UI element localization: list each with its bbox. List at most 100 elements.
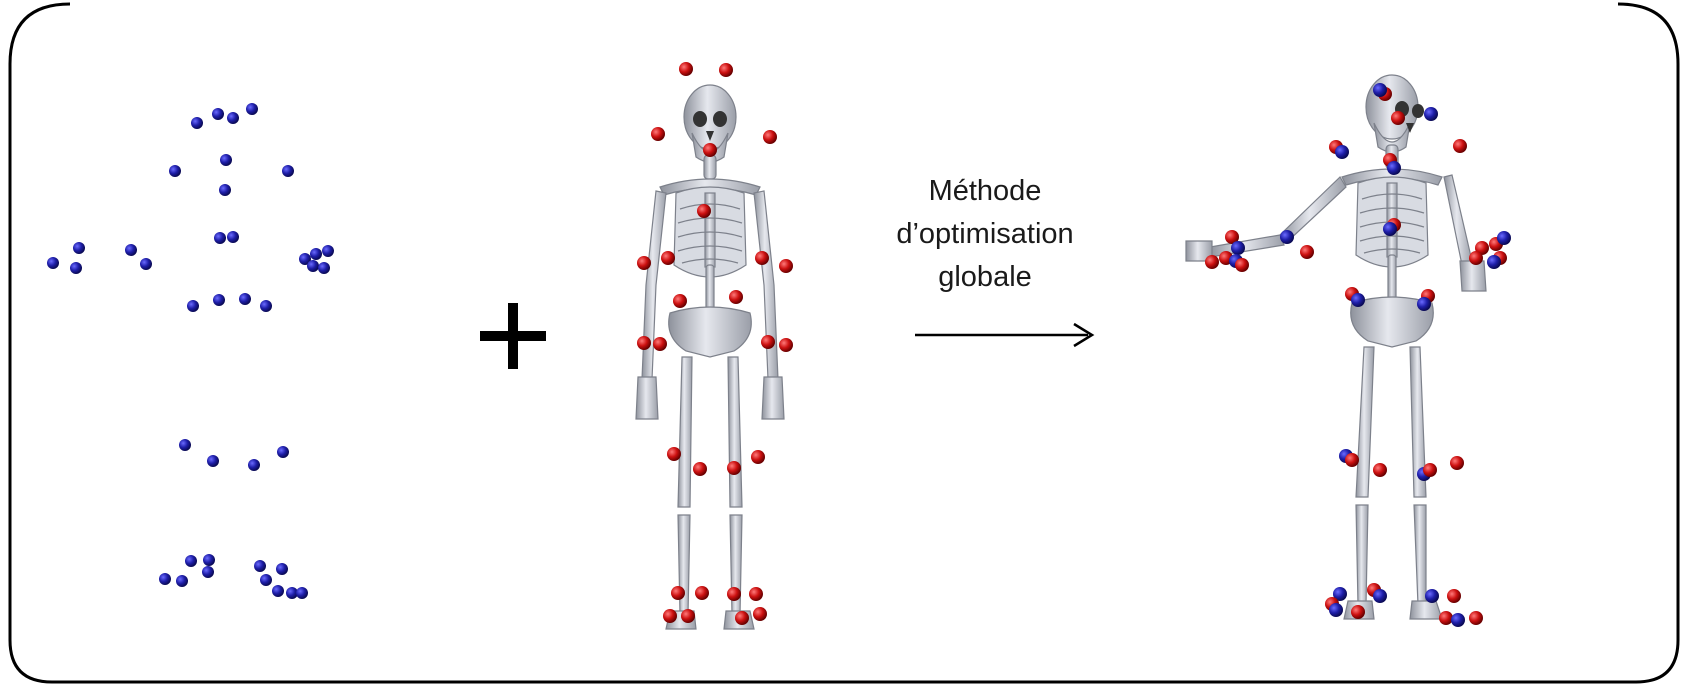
marker [1351,605,1365,619]
marker [679,62,693,76]
marker [661,251,675,265]
marker [260,300,272,312]
marker [239,293,251,305]
marker [727,461,741,475]
marker [318,262,330,274]
marker [1345,453,1359,467]
marker [187,300,199,312]
plus-icon [480,303,546,369]
marker [703,143,717,157]
marker [779,338,793,352]
marker [1373,463,1387,477]
marker [1424,107,1438,121]
marker [1383,222,1397,236]
marker [663,609,677,623]
marker [1451,613,1465,627]
arrow-right-icon [915,324,1092,346]
marker [651,127,665,141]
marker [1423,463,1437,477]
marker [1417,297,1431,311]
marker [1351,293,1365,307]
marker [70,262,82,274]
marker [1469,251,1483,265]
marker [185,555,197,567]
marker [735,611,749,625]
marker [214,232,226,244]
marker [673,294,687,308]
marker [637,256,651,270]
caption-line: d’optimisation [870,213,1100,256]
marker [307,260,319,272]
marker [779,259,793,273]
marker [667,447,681,461]
marker [755,251,769,265]
marker [296,587,308,599]
marker [212,108,224,120]
plus-icon-bar [508,303,518,369]
marker [729,290,743,304]
marker [1497,231,1511,245]
marker [227,112,239,124]
marker [1439,611,1453,625]
marker [763,130,777,144]
marker [276,563,288,575]
marker [1425,589,1439,603]
marker [125,244,137,256]
marker [753,607,767,621]
marker [719,63,733,77]
marker [1447,589,1461,603]
marker [671,586,685,600]
marker [220,154,232,166]
marker [727,587,741,601]
marker [637,336,651,350]
marker [140,258,152,270]
marker [653,337,667,351]
marker [1450,456,1464,470]
marker [1231,241,1245,255]
marker [749,587,763,601]
marker [1300,245,1314,259]
marker [1487,255,1501,269]
marker [47,257,59,269]
marker [697,204,711,218]
caption-line: globale [870,256,1100,299]
marker [695,586,709,600]
marker [73,242,85,254]
marker [693,462,707,476]
marker [176,575,188,587]
marker [1329,603,1343,617]
marker [761,335,775,349]
marker [159,573,171,585]
marker [248,459,260,471]
caption-line: Méthode [870,170,1100,213]
marker [1391,111,1405,125]
marker [1280,230,1294,244]
fitted-skeleton [1186,75,1511,627]
marker [310,248,322,260]
marker [254,560,266,572]
marker [277,446,289,458]
marker [1373,589,1387,603]
marker [282,165,294,177]
marker [191,117,203,129]
marker [227,231,239,243]
marker [1453,139,1467,153]
marker [219,184,231,196]
measured-markers [47,103,334,599]
marker [1205,255,1219,269]
marker [1235,258,1249,272]
marker [322,245,334,257]
method-caption: Méthode d’optimisation globale [870,170,1100,299]
marker [169,165,181,177]
marker [1335,145,1349,159]
marker [202,566,214,578]
marker [213,294,225,306]
marker [1387,161,1401,175]
marker [207,455,219,467]
marker [179,439,191,451]
marker [246,103,258,115]
marker [272,585,284,597]
marker [751,450,765,464]
skeleton-model [636,62,793,629]
